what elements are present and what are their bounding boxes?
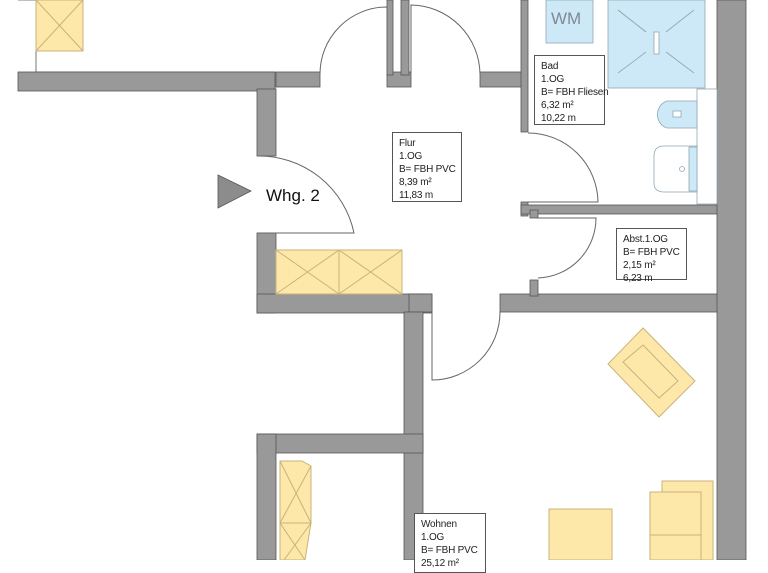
wall-abst-pillar: [529, 279, 539, 297]
room-area: 25,12 m²: [421, 558, 459, 569]
room-area: 2,15 m²: [623, 260, 656, 271]
shower: [607, 0, 706, 89]
walls: [17, 0, 747, 560]
wall-top-corridor-mid: [386, 71, 412, 88]
furniture: [35, 0, 714, 560]
wall-top-corridor-right: [479, 71, 527, 88]
sofa: [649, 480, 714, 560]
wall-living-left: [256, 433, 277, 560]
wall-top-pillar-1: [386, 0, 394, 76]
door-abst: [537, 217, 597, 279]
wall-bath-bottom: [520, 204, 721, 215]
table-living: [548, 508, 613, 560]
door-top-left: [319, 6, 388, 75]
wall-abst-bottom: [499, 293, 721, 313]
room-name-floor: Abst.1.OG: [623, 234, 668, 245]
wall-living-left-top: [256, 433, 424, 454]
door-bathroom: [527, 132, 599, 203]
armchair: [607, 327, 696, 418]
room-name: Wohnen: [421, 519, 457, 530]
shower-ledge: [696, 88, 718, 205]
wall-storage-bottom: [256, 293, 433, 314]
doors: [256, 4, 599, 381]
room-floor: 1.OG: [541, 74, 565, 85]
door-living: [431, 311, 501, 381]
room-heating: B= FBH Fliesen: [541, 87, 609, 98]
washbasin: [653, 145, 698, 193]
room-perimeter: 10,22 m: [541, 113, 576, 124]
wall-bath-left: [520, 0, 529, 133]
room-heating: B= FBH PVC: [399, 164, 456, 175]
room-perimeter: 6,23 m: [623, 273, 653, 284]
room-floor: 1.OG: [421, 532, 445, 543]
wall-left-room-bottom: [17, 71, 276, 92]
wall-top-pillar-2: [400, 0, 410, 76]
room-heating: B= FBH PVC: [623, 247, 680, 258]
room-name: Bad: [541, 61, 559, 72]
wall-top-corridor-left: [275, 71, 321, 88]
room-label-flur: Flur 1.OG B= FBH PVC 8,39 m² 11,83 m: [392, 132, 462, 202]
door-entry: [256, 155, 355, 234]
washing-machine: [545, 0, 594, 44]
wardrobe-top-left: [35, 0, 84, 52]
storage-cabinets-flur: [275, 249, 403, 295]
room-name: Flur: [399, 138, 416, 149]
room-heating: B= FBH PVC: [421, 545, 478, 556]
wardrobe-living-left: [279, 460, 312, 560]
room-area: 6,32 m²: [541, 100, 574, 111]
sanitary: [545, 0, 718, 205]
wall-right-outer: [716, 0, 747, 560]
apartment-entry-label: Whg. 2: [266, 186, 320, 205]
room-floor: 1.OG: [399, 151, 423, 162]
room-label-abst: Abst.1.OG B= FBH PVC 2,15 m² 6,23 m: [616, 228, 687, 284]
washing-machine-label: WM: [551, 9, 582, 28]
room-area: 8,39 m²: [399, 177, 432, 188]
toilet: [657, 100, 698, 129]
wall-living-stub: [408, 293, 433, 313]
room-label-bad: Bad 1.OG B= FBH Fliesen 6,32 m² 10,22 m: [534, 55, 609, 125]
entry-arrow-icon: [217, 174, 252, 209]
door-top-middle: [410, 4, 481, 75]
wall-flur-left-upper: [256, 88, 277, 157]
room-perimeter: 11,83 m: [399, 190, 433, 201]
floor-plan: [17, 0, 747, 560]
room-label-wohnen: Wohnen 1.OG B= FBH PVC 25,12 m²: [414, 513, 486, 573]
wall-abst-left: [529, 209, 539, 219]
